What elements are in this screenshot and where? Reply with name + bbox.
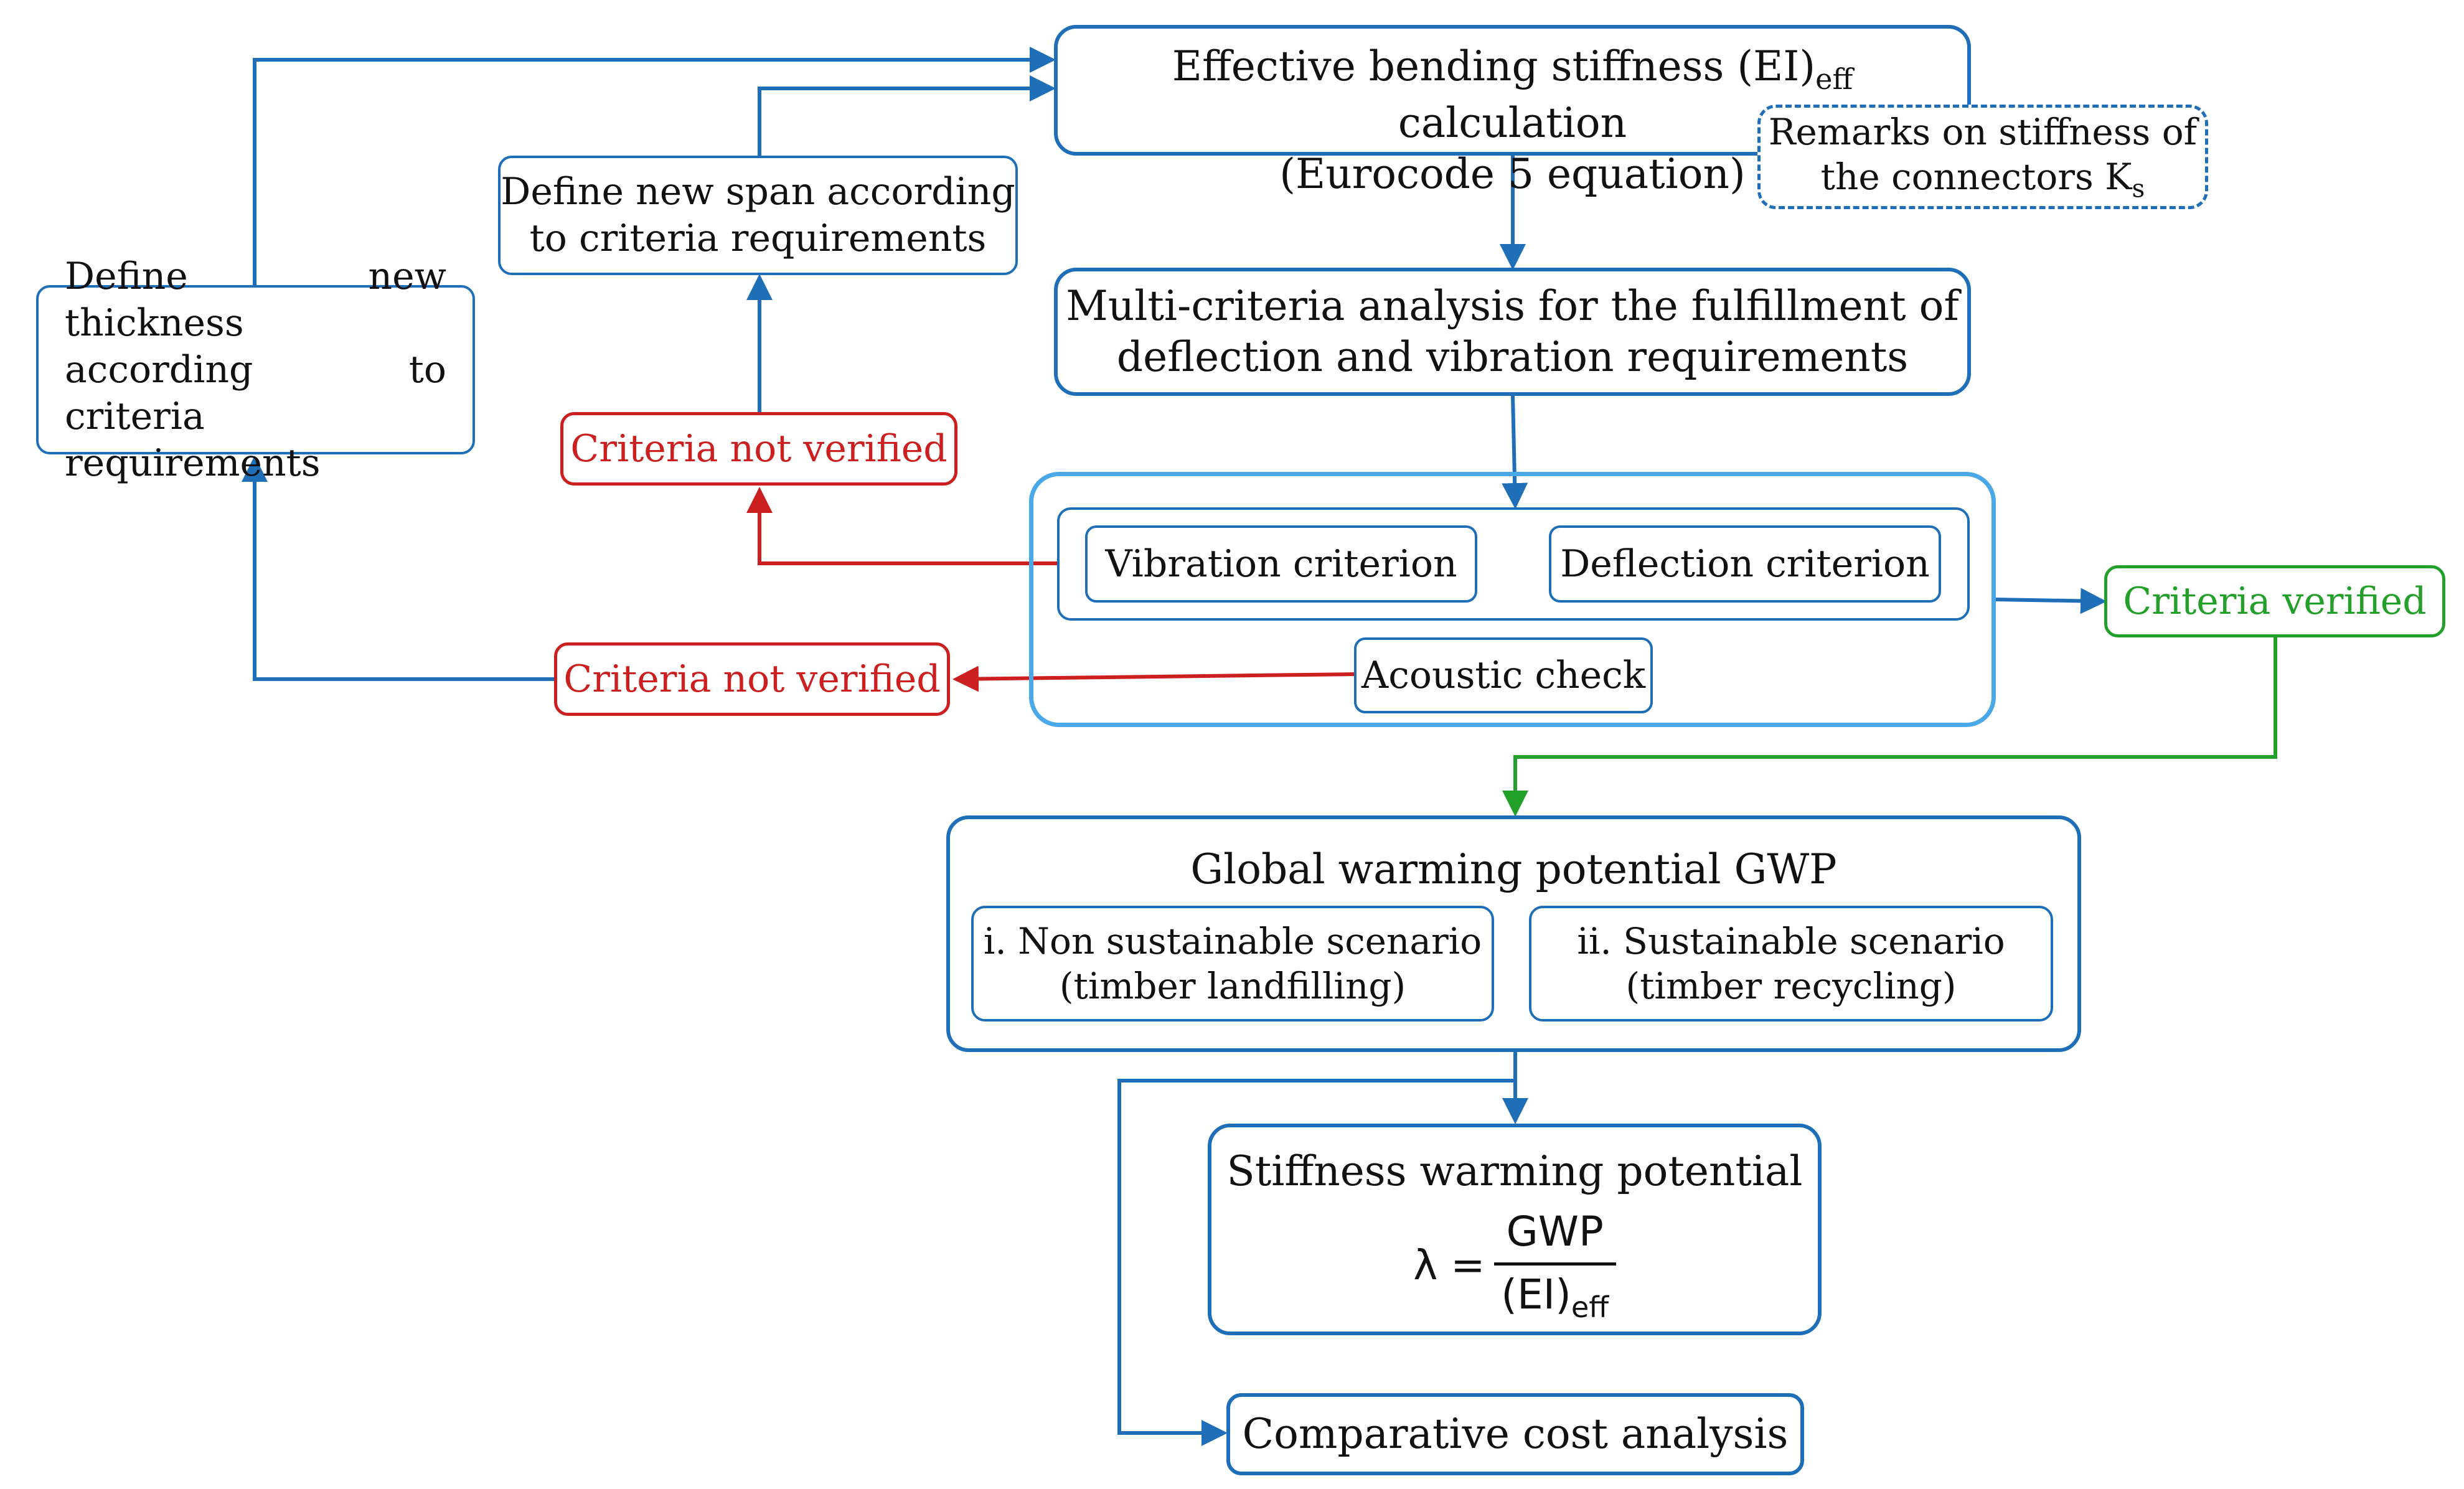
swp-formula: λ = GWP (EI)eff xyxy=(1413,1206,1616,1326)
arrow-verified-to-gwp xyxy=(1502,636,2277,817)
arrow-to-not-verified-1 xyxy=(746,487,1057,565)
new-thickness-box: Define new thickness according to criter… xyxy=(36,255,475,485)
ei-calculation-line1: Effective bending stiffness (EI)eff calc… xyxy=(1172,42,1853,147)
scenario2-line2: (timber recycling) xyxy=(1625,965,1957,1007)
ei-calculation-line2: (Eurocode 5 equation) xyxy=(1279,150,1746,199)
multi-criteria-box: Multi-criteria analysis for the fulfillm… xyxy=(1054,268,1971,396)
criteria-group-box xyxy=(1029,472,1996,727)
new-thickness-line2: according to criteria xyxy=(65,347,446,438)
multi-criteria-line2: deflection and vibration requirements xyxy=(1116,333,1909,381)
stiffness-warming-potential-box: Stiffness warming potential λ = GWP (EI)… xyxy=(1208,1124,1822,1335)
criteria-not-verified-bottom: Criteria not verified xyxy=(554,642,950,716)
arrow-to-new-thickness xyxy=(242,456,554,681)
swp-title: Stiffness warming potential xyxy=(1226,1147,1803,1195)
cost-analysis-box: Comparative cost analysis xyxy=(1226,1393,1804,1475)
new-span-box: Define new span according to criteria re… xyxy=(498,156,1018,275)
acoustic-check-box: Acoustic check xyxy=(1354,637,1653,713)
new-span-line1: Define new span according xyxy=(501,170,1015,214)
new-thickness-line1: Define new thickness xyxy=(65,254,446,345)
remarks-line2: the connectors Ks xyxy=(1820,156,2145,204)
arrow-thickness-to-ei xyxy=(253,47,1056,285)
new-thickness-line3: requirements xyxy=(65,441,321,485)
swp-fraction: GWP (EI)eff xyxy=(1493,1206,1616,1326)
swp-lhs: λ = xyxy=(1413,1241,1485,1290)
multi-criteria-line1: Multi-criteria analysis for the fulfillm… xyxy=(1066,281,1959,330)
remarks-box: Remarks on stiffness of the connectors K… xyxy=(1757,105,2208,209)
swp-numerator: GWP xyxy=(1493,1206,1616,1266)
vibration-criterion-box: Vibration criterion xyxy=(1085,525,1477,603)
arrow-span-to-ei xyxy=(758,75,1056,156)
scenario1-line2: (timber landfilling) xyxy=(1059,965,1406,1007)
deflection-criterion-box: Deflection criterion xyxy=(1549,525,1941,603)
scenario1-line1: i. Non sustainable scenario xyxy=(983,919,1482,962)
arrow-multi-to-criteria xyxy=(1502,395,1528,509)
arrow-to-not-verified-2 xyxy=(952,665,1355,692)
criteria-not-verified-top: Criteria not verified xyxy=(560,412,957,486)
criteria-verified-box: Criteria verified xyxy=(2104,565,2445,637)
gwp-title: Global warming potential GWP xyxy=(1190,845,1837,893)
arrow-to-cost xyxy=(1117,1079,1515,1446)
scenario-non-sustainable-box: i. Non sustainable scenario (timber land… xyxy=(971,906,1494,1022)
arrow-to-verified xyxy=(1995,588,2107,614)
scenario2-line1: ii. Sustainable scenario xyxy=(1577,919,2005,962)
remarks-line1: Remarks on stiffness of xyxy=(1768,110,2198,153)
scenario-sustainable-box: ii. Sustainable scenario (timber recycli… xyxy=(1529,906,2053,1022)
new-span-line2: to criteria requirements xyxy=(529,217,987,260)
swp-denominator: (EI)eff xyxy=(1501,1271,1609,1325)
